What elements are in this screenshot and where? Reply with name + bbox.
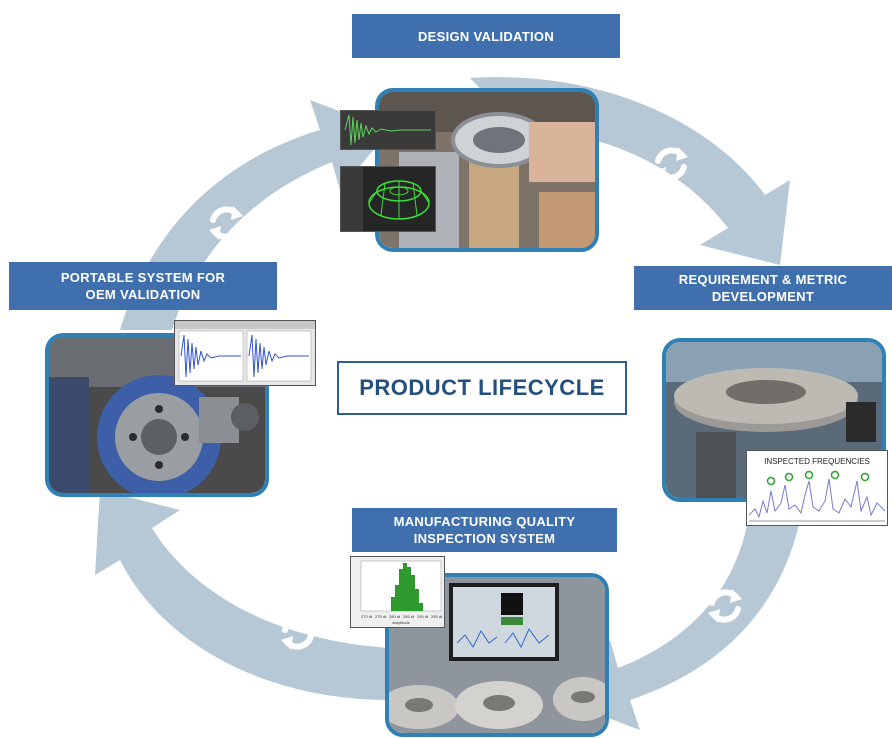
requirement-label-line2: DEVELOPMENT xyxy=(711,289,815,304)
manufacturing-label-line1: MANUFACTURING QUALITY xyxy=(393,514,576,529)
dual-waveform-inset xyxy=(174,320,316,386)
3d-mesh-inset xyxy=(340,166,436,232)
portable-system-banner: PORTABLE SYSTEM FOR OEM VALIDATION xyxy=(9,262,277,310)
design-validation-label: DESIGN VALIDATION xyxy=(417,28,555,44)
refresh-cycle-icon xyxy=(708,589,742,623)
inspected-frequencies-inset: INSPECTED FREQUENCIES xyxy=(746,450,888,526)
amplitude-histogram-inset: 270 dt 275 dt 280 dt 285 dt 290 dt 295 d… xyxy=(350,556,445,628)
histogram-tick-6: 295 dt xyxy=(431,614,443,619)
refresh-cycle-icon xyxy=(654,147,688,181)
product-lifecycle-title-box: PRODUCT LIFECYCLE xyxy=(337,361,627,415)
histogram-axis-label: Amplitude xyxy=(392,620,411,625)
inspected-frequencies-title: INSPECTED FREQUENCIES xyxy=(764,457,870,466)
requirement-metric-banner: REQUIREMENT & METRIC DEVELOPMENT xyxy=(634,266,892,310)
waveform-inset xyxy=(340,110,436,150)
portable-label-line1: PORTABLE SYSTEM FOR xyxy=(60,270,226,285)
histogram-tick-4: 285 dt xyxy=(403,614,415,619)
design-validation-banner: DESIGN VALIDATION xyxy=(352,14,620,58)
refresh-cycle-icon xyxy=(281,616,315,650)
histogram-tick-5: 290 dt xyxy=(417,614,429,619)
manufacturing-quality-banner: MANUFACTURING QUALITY INSPECTION SYSTEM xyxy=(352,508,617,552)
histogram-tick-3: 280 dt xyxy=(389,614,401,619)
manufacturing-label-line2: INSPECTION SYSTEM xyxy=(413,531,556,546)
histogram-tick-2: 275 dt xyxy=(375,614,387,619)
refresh-cycle-icon xyxy=(209,206,243,240)
histogram-tick-1: 270 dt xyxy=(361,614,373,619)
requirement-label-line1: REQUIREMENT & METRIC xyxy=(678,272,848,287)
page-title: PRODUCT LIFECYCLE xyxy=(359,375,605,400)
portable-label-line2: OEM VALIDATION xyxy=(85,287,201,302)
design-validation-photo xyxy=(375,88,599,252)
